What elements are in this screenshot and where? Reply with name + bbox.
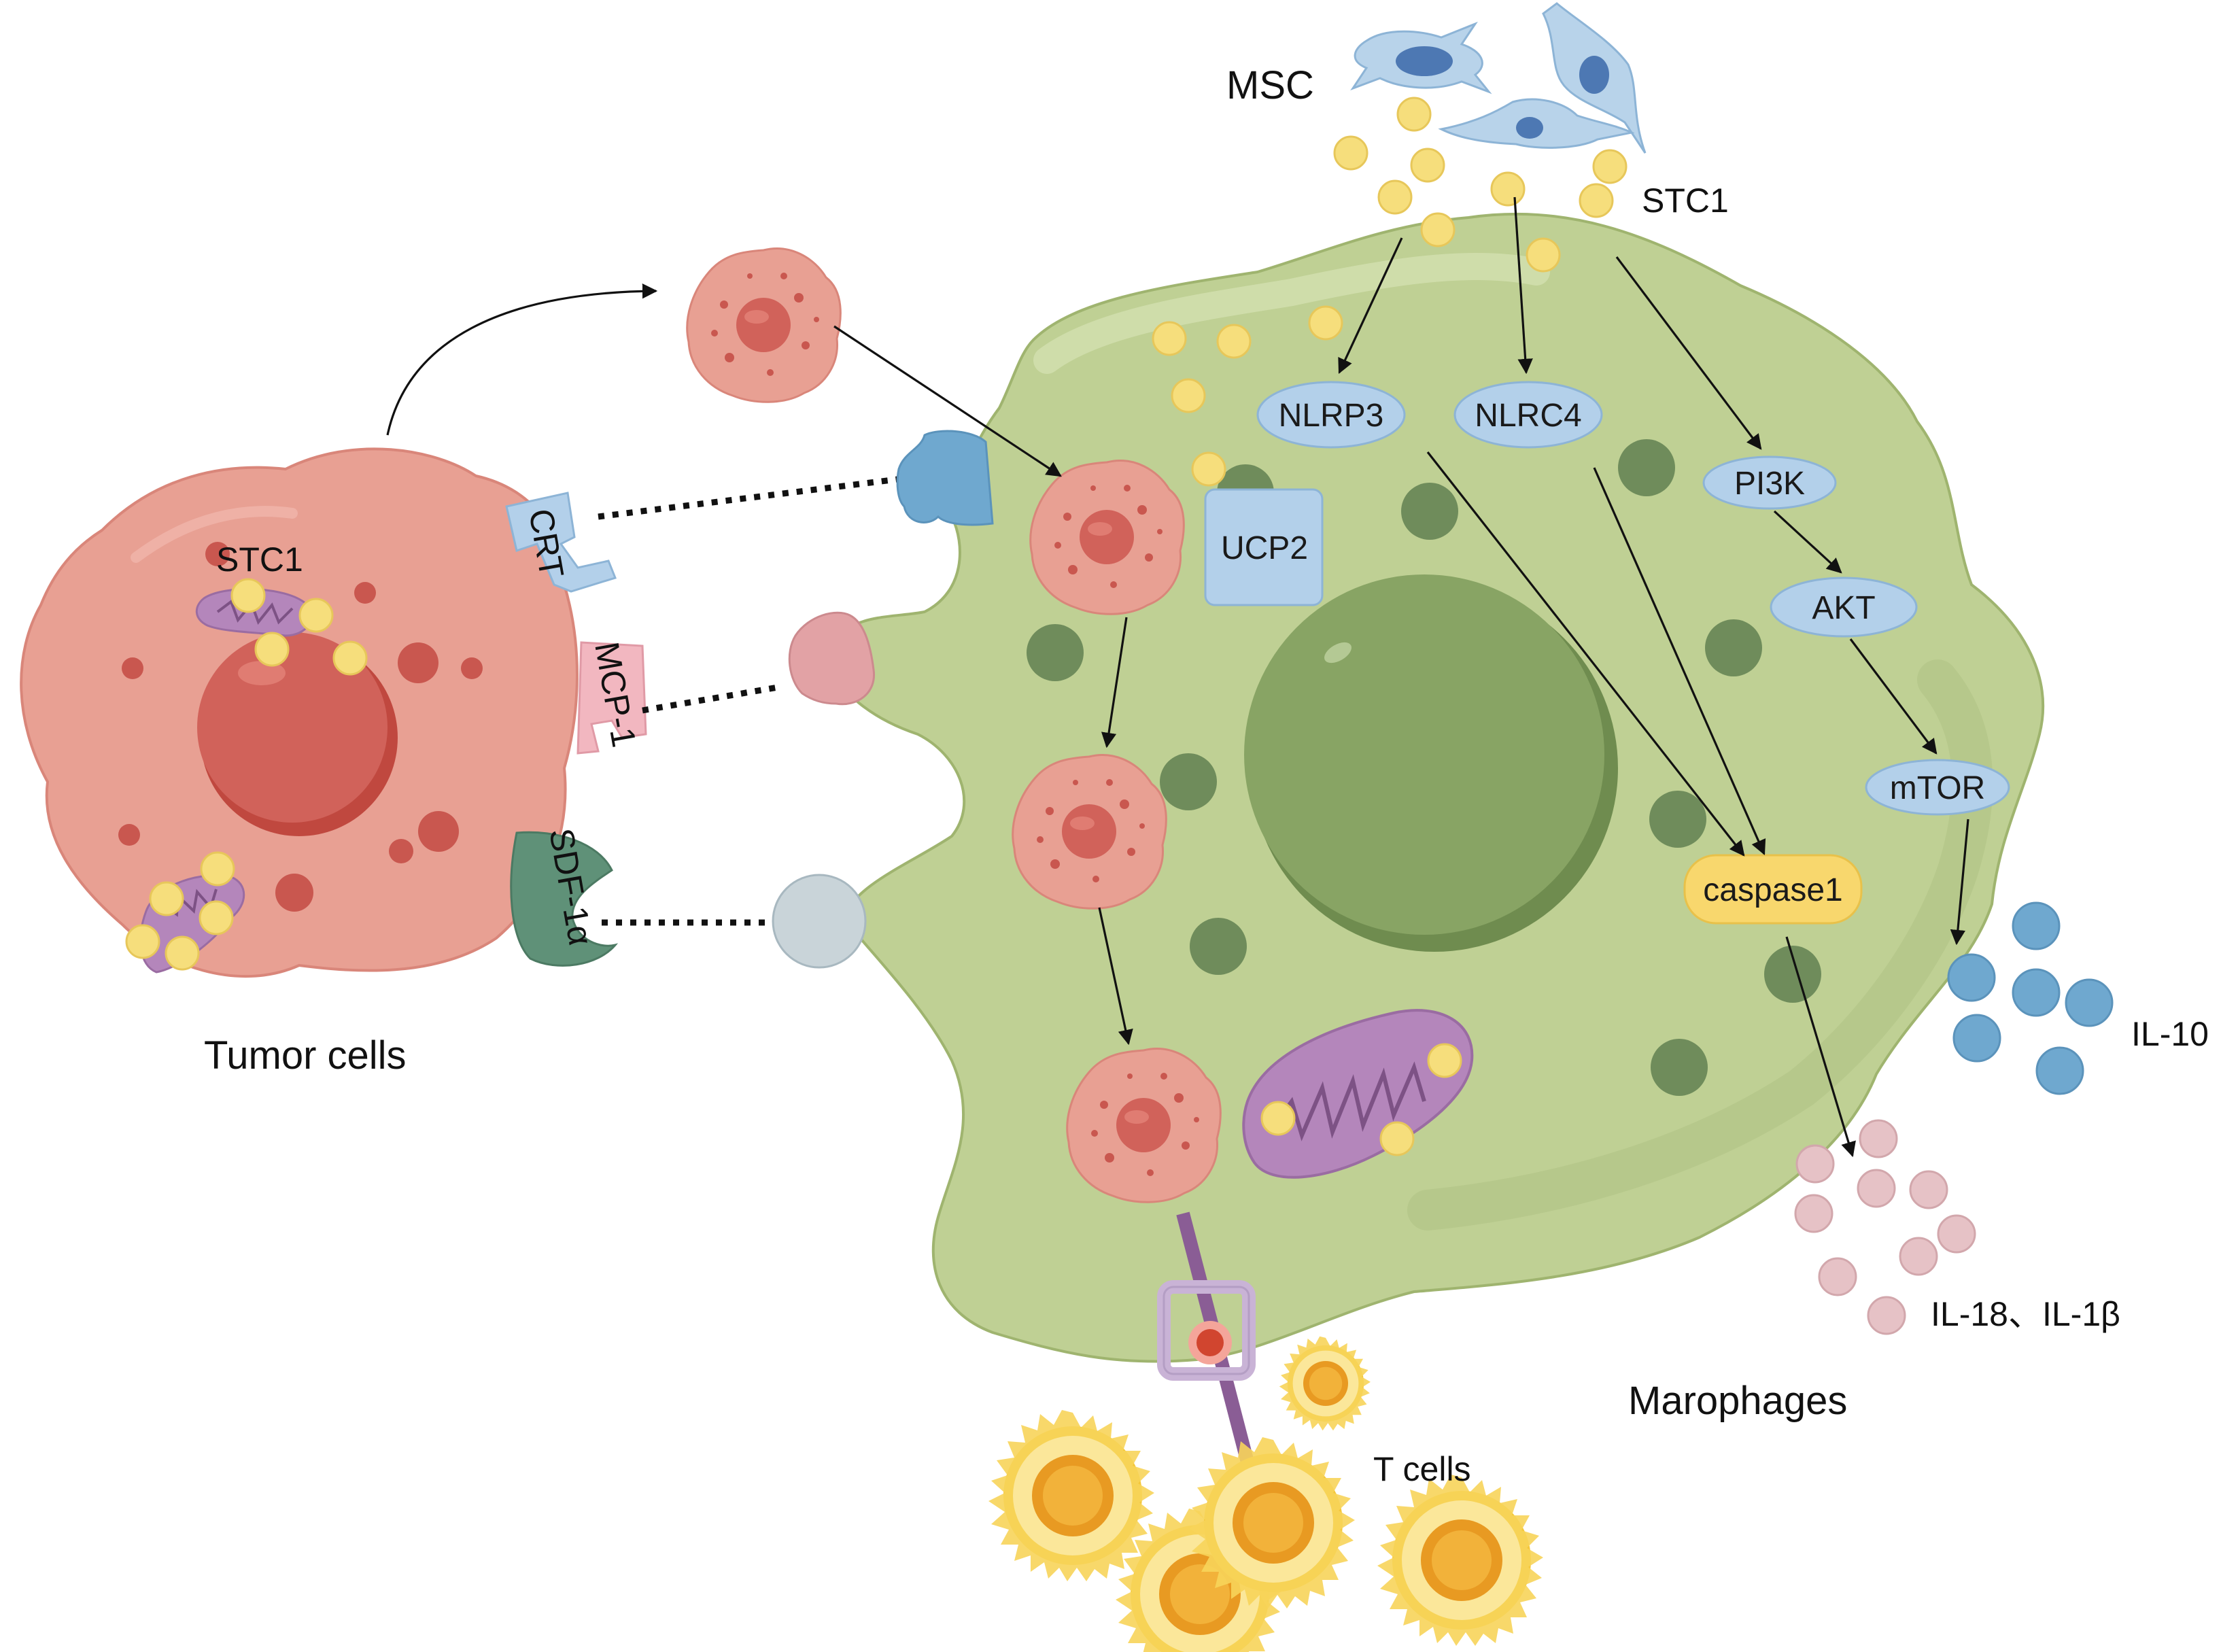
engulfed-tumor-cell-3 bbox=[1066, 1048, 1222, 1203]
arrow-stc1-pi3k bbox=[1615, 256, 1762, 450]
ucp2-box bbox=[1204, 488, 1324, 606]
nlrc4-node bbox=[1453, 381, 1603, 449]
tumor-cells-label: Tumor cells bbox=[204, 1033, 407, 1078]
released-tumor-cell bbox=[686, 247, 842, 403]
macrophage: UCP2 bbox=[772, 212, 2045, 1363]
arrow-stc1-nlrp3 bbox=[1338, 237, 1403, 375]
sdf1a-receptor bbox=[510, 831, 619, 967]
mcp1-binding-receptor bbox=[788, 611, 876, 706]
nlrp3-label: NLRP3 bbox=[1279, 398, 1384, 434]
arrow-pi3k-akt bbox=[1773, 510, 1842, 574]
il10-particles bbox=[1947, 901, 2114, 1095]
t-cells bbox=[988, 1336, 1543, 1652]
mcp1-dotted-link bbox=[642, 683, 782, 714]
engulfed-tumor-cell-1 bbox=[1029, 460, 1185, 615]
arrow-akt-mtor bbox=[1849, 638, 1938, 755]
engulfed-tumor-cell-2 bbox=[1012, 754, 1167, 910]
macrophages-label: Marophages bbox=[1628, 1379, 1847, 1423]
mcp1-receptor bbox=[576, 641, 647, 755]
mtor-label: mTOR bbox=[1890, 770, 1985, 806]
caspase1-label: caspase1 bbox=[1703, 872, 1842, 908]
arrow-mtor-il10 bbox=[1950, 819, 1969, 946]
release-arrow bbox=[386, 283, 658, 436]
caspase1-node bbox=[1683, 854, 1863, 925]
arrow-stc1-nlrc4 bbox=[1513, 196, 1533, 375]
stc1-msc-label: STC1 bbox=[1642, 182, 1729, 220]
t-cells-label: T cells bbox=[1373, 1450, 1471, 1488]
il10-label: IL-10 bbox=[2131, 1015, 2209, 1053]
msc-cells bbox=[1350, 2, 1647, 154]
il18-il1b-label: IL-18、IL-1β bbox=[1931, 1295, 2120, 1333]
arrow-caspase1-il18 bbox=[1785, 936, 1856, 1158]
arrow-nlrc4-caspase1 bbox=[1593, 467, 1766, 856]
arrow-nlrp3-caspase1 bbox=[1426, 451, 1745, 857]
sdf1a-binding-receptor bbox=[772, 874, 867, 969]
crt-dotted-link bbox=[598, 476, 898, 520]
pi3k-node bbox=[1702, 455, 1837, 510]
mtor-node bbox=[1865, 759, 2010, 816]
tumor-cell bbox=[20, 447, 579, 978]
pi3k-label: PI3K bbox=[1734, 466, 1805, 502]
il18-il1b-particles bbox=[1794, 1119, 1976, 1335]
macrophage-mitochondrion bbox=[1242, 1009, 1474, 1179]
nlrp3-node bbox=[1256, 381, 1406, 449]
arrow-release-to-engulf bbox=[833, 325, 1062, 477]
crt-binding-receptor bbox=[896, 430, 994, 526]
nlrc4-label: NLRC4 bbox=[1475, 398, 1581, 434]
ucp2-label: UCP2 bbox=[1221, 530, 1308, 566]
arrow-engulf-1-2 bbox=[1101, 617, 1128, 748]
crt-receptor bbox=[505, 492, 617, 593]
akt-node bbox=[1770, 577, 1918, 638]
antigen-presentation-complex bbox=[1157, 1211, 1258, 1477]
arrow-engulf-2-3 bbox=[1098, 907, 1133, 1046]
akt-label: AKT bbox=[1812, 590, 1875, 626]
msc-label: MSC bbox=[1226, 63, 1314, 107]
stc1-tumor-label: STC1 bbox=[216, 540, 303, 579]
